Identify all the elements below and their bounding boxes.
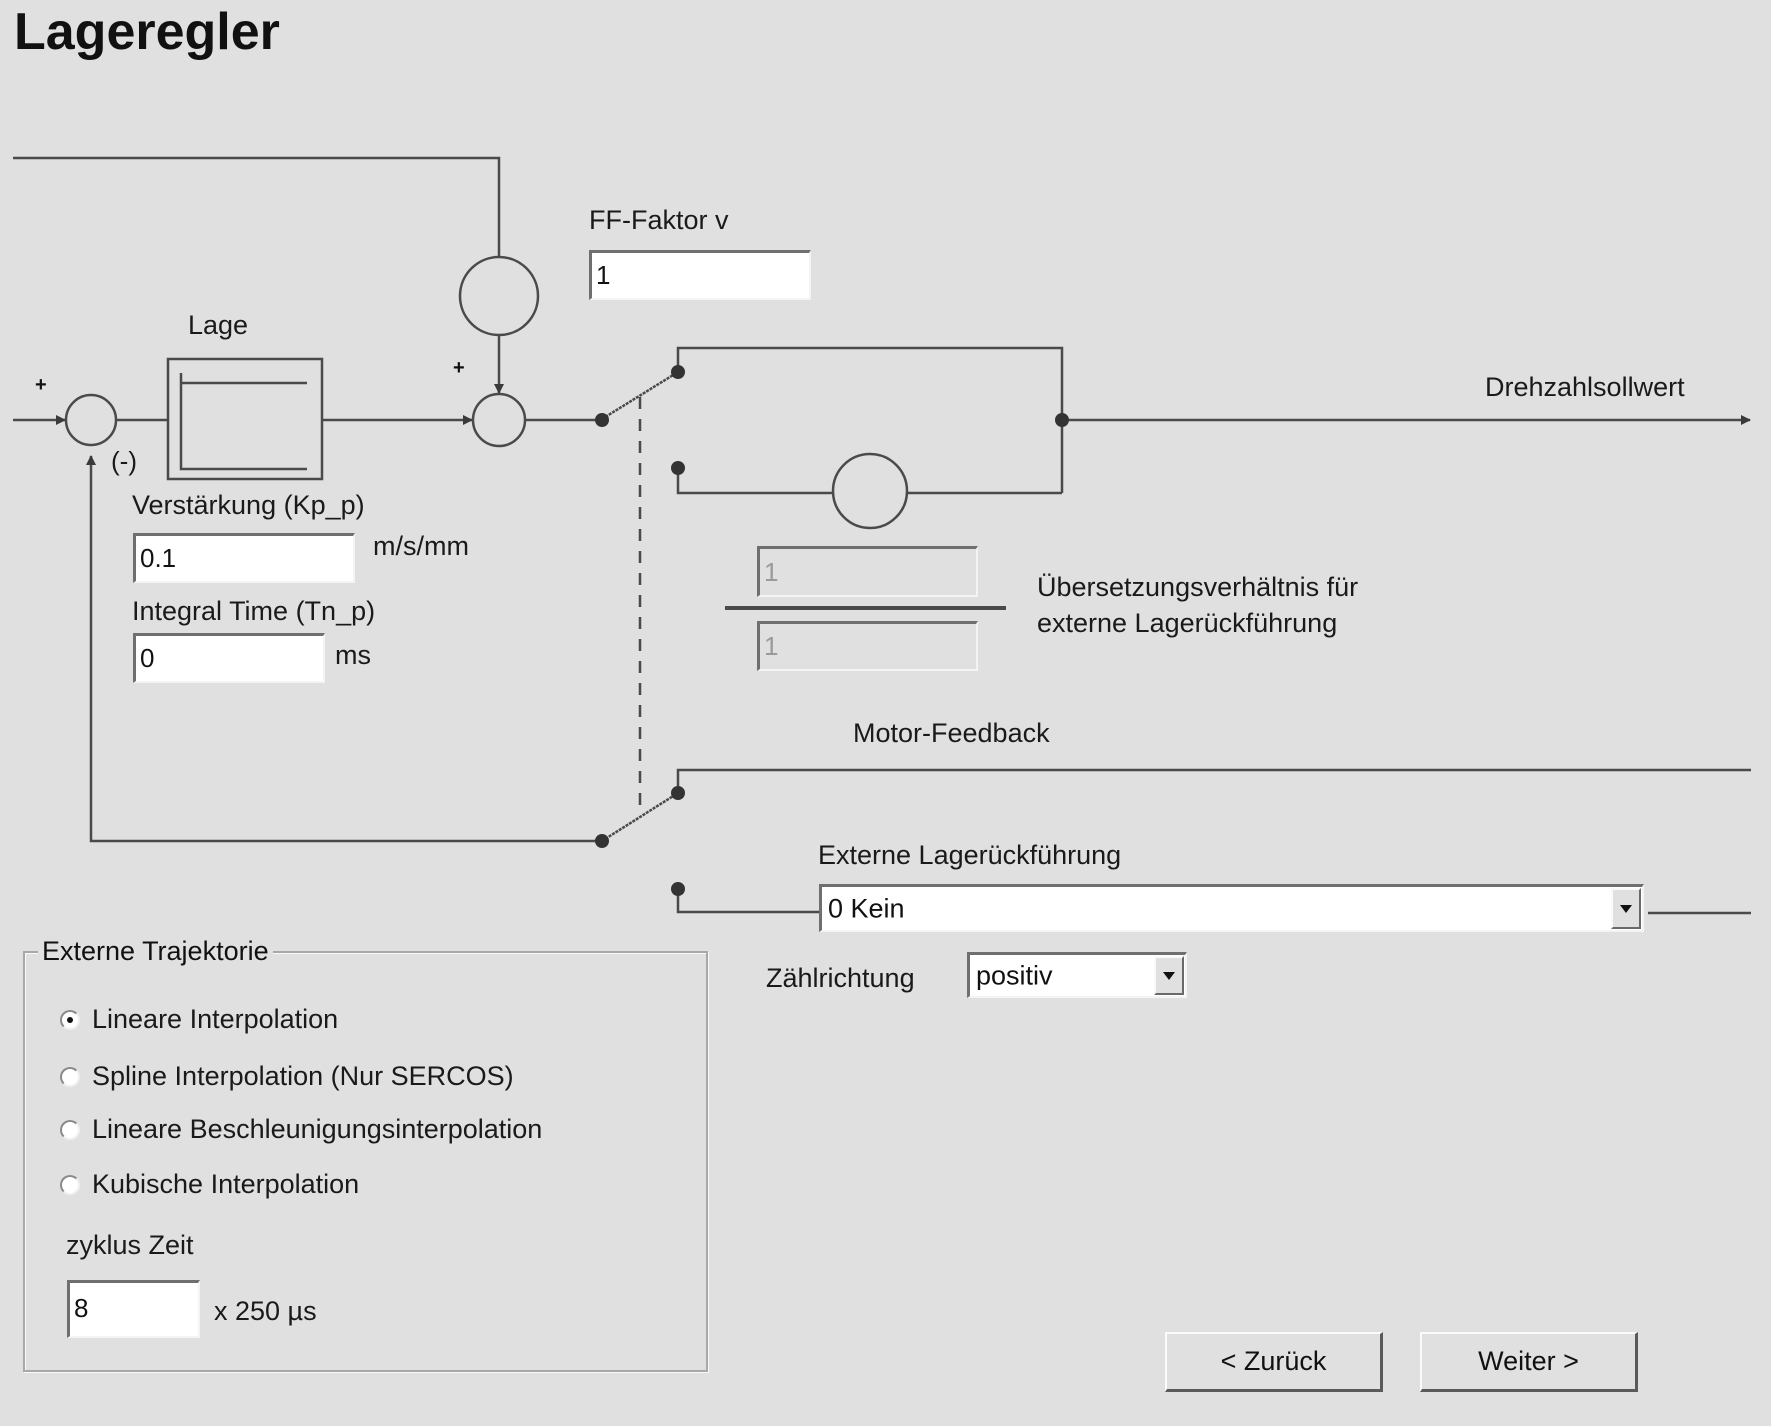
cycle-time-label: zyklus Zeit	[66, 1230, 194, 1260]
ff-factor-input[interactable]	[589, 250, 811, 300]
radio-dot-icon	[67, 1016, 73, 1023]
ratio-numerator-input	[757, 546, 978, 597]
node-dot	[671, 882, 685, 896]
radio-linear-acceleration-interpolation[interactable]: Lineare Beschleunigungsinterpolation	[60, 1114, 542, 1145]
radio-button[interactable]	[60, 1174, 80, 1195]
summing-junction-2	[471, 392, 527, 448]
switch-2-lever	[601, 791, 679, 843]
switch-1-lever	[601, 370, 679, 421]
radio-label: Lineare Interpolation	[92, 1004, 339, 1034]
gain-input[interactable]	[133, 533, 355, 583]
ff-factor-circle	[458, 255, 540, 337]
count-direction-select[interactable]: positiv	[967, 952, 1187, 998]
external-feedback-line	[676, 889, 819, 914]
ratio-label-line2: externe Lagerückführung	[1037, 608, 1338, 638]
radio-label: Spline Interpolation (Nur SERCOS)	[92, 1061, 514, 1091]
integral-unit: ms	[335, 640, 371, 670]
next-button[interactable]: Weiter >	[1420, 1332, 1638, 1392]
ratio-path	[676, 468, 832, 495]
ratio-denominator-input	[757, 621, 978, 671]
integral-label: Integral Time (Tn_p)	[132, 596, 376, 626]
plus-sign-2: +	[453, 357, 465, 379]
page-title: Lageregler	[14, 3, 280, 61]
ratio-label-line1: Übersetzungsverhältnis für	[1037, 572, 1359, 602]
ff-factor-label: FF-Faktor v	[589, 205, 729, 235]
minus-sign: (-)	[111, 446, 137, 476]
gain-label: Verstärkung (Kp_p)	[132, 490, 365, 520]
external-feedback-value: 0 Kein	[828, 893, 905, 923]
feedback-return-line	[86, 455, 602, 843]
node-dot	[671, 365, 685, 379]
radio-button[interactable]	[60, 1119, 80, 1140]
cycle-time-input[interactable]	[67, 1280, 200, 1338]
node-dot	[595, 413, 609, 427]
node-dot	[671, 461, 685, 475]
node-dot	[1055, 413, 1069, 427]
count-direction-dropdown-button[interactable]	[1154, 956, 1184, 995]
output-label: Drehzahlsollwert	[1485, 372, 1685, 402]
radio-label: Lineare Beschleunigungsinterpolation	[92, 1114, 543, 1144]
lage-block-label: Lage	[188, 310, 249, 340]
external-trajectory-legend: Externe Trajektorie	[38, 936, 273, 967]
radio-label: Kubische Interpolation	[92, 1169, 360, 1199]
node-dot	[595, 834, 609, 848]
plus-sign-1: +	[35, 374, 47, 396]
gain-unit: m/s/mm	[373, 531, 469, 561]
count-direction-label: Zählrichtung	[766, 963, 915, 993]
radio-linear-interpolation[interactable]: Lineare Interpolation	[60, 1004, 338, 1035]
external-feedback-select[interactable]: 0 Kein	[819, 884, 1644, 932]
radio-button[interactable]	[60, 1066, 80, 1087]
lage-block-step-curve	[179, 373, 307, 471]
radio-cubic-interpolation[interactable]: Kubische Interpolation	[60, 1169, 359, 1200]
motor-feedback-label: Motor-Feedback	[853, 718, 1050, 748]
back-button[interactable]: < Zurück	[1165, 1332, 1383, 1392]
radio-spline-interpolation[interactable]: Spline Interpolation (Nur SERCOS)	[60, 1061, 514, 1092]
node-dot	[671, 786, 685, 800]
ratio-circle	[831, 452, 909, 530]
direct-path	[676, 346, 1064, 493]
radio-button-checked[interactable]	[60, 1009, 80, 1030]
external-feedback-label: Externe Lagerückführung	[818, 840, 1122, 870]
chevron-down-icon	[1620, 904, 1632, 913]
external-feedback-dropdown-button[interactable]	[1611, 888, 1641, 929]
lage-block	[166, 357, 324, 481]
cycle-time-unit: x 250 µs	[214, 1296, 317, 1326]
feedforward-line	[13, 156, 501, 256]
external-trajectory-group	[23, 951, 708, 1372]
count-direction-value: positiv	[976, 960, 1053, 990]
motor-feedback-line	[676, 768, 1751, 793]
integral-input[interactable]	[133, 633, 325, 683]
summing-junction-1	[64, 393, 118, 447]
chevron-down-icon	[1163, 971, 1175, 980]
